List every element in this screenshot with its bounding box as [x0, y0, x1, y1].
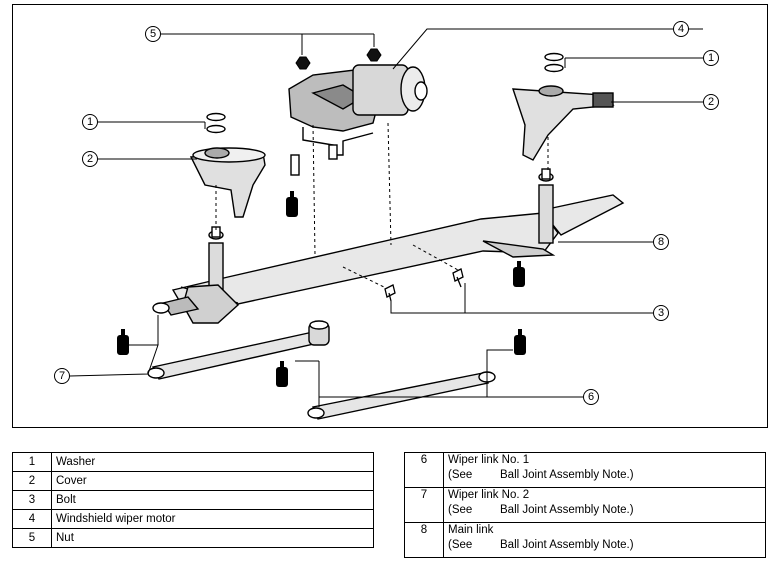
callout-5: 5 — [150, 28, 156, 40]
main-link — [152, 168, 625, 324]
callout-1-right: 1 — [708, 52, 714, 64]
legend-row: 7 Wiper link No. 2 (See Ball Joint Assemb… — [404, 487, 766, 523]
legend-name: Main link — [448, 524, 494, 536]
assembly-lines — [215, 122, 549, 289]
wiper-link-no-1 — [307, 371, 496, 420]
legend-num: 1 — [12, 452, 52, 472]
legend-num: 8 — [404, 522, 444, 558]
bolts — [384, 268, 464, 302]
callout-2-left: 2 — [87, 153, 93, 165]
legend-row: 6 Wiper link No. 1 (See Ball Joint Assemb… — [404, 452, 766, 488]
legend-note: (See Ball Joint Assembly Note.) — [448, 538, 761, 553]
callout-7: 7 — [59, 370, 65, 382]
parts-legend-left: 1 Washer 2 Cover 3 Bolt 4 Windshield wip… — [12, 452, 374, 548]
exploded-view-diagram: 5 4 1 2 1 2 8 3 7 6 — [12, 4, 768, 428]
legend-entry: Wiper link No. 2 (See Ball Joint Assembly… — [443, 487, 766, 523]
legend-row: 4 Windshield wiper motor — [12, 509, 374, 529]
legend-num: 3 — [12, 490, 52, 510]
see-label: (See — [448, 539, 473, 551]
callout-1-left: 1 — [87, 116, 93, 128]
callout-2-right: 2 — [708, 96, 714, 108]
legend-name: Wiper link No. 1 — [448, 454, 530, 466]
legend-name: Cover — [51, 471, 374, 491]
legend-num: 4 — [12, 509, 52, 529]
legend-entry: Wiper link No. 1 (See Ball Joint Assembly… — [443, 452, 766, 488]
note-text: Ball Joint Assembly Note.) — [500, 504, 634, 516]
right-washers — [544, 52, 564, 73]
legend-num: 2 — [12, 471, 52, 491]
legend-name: Nut — [51, 528, 374, 548]
right-cover — [512, 85, 615, 161]
legend-row: 3 Bolt — [12, 490, 374, 510]
legend-name: Wiper link No. 2 — [448, 489, 530, 501]
callout-8: 8 — [658, 236, 664, 248]
legend-num: 6 — [404, 452, 444, 488]
legend-note: (See Ball Joint Assembly Note.) — [448, 468, 761, 483]
legend-note: (See Ball Joint Assembly Note.) — [448, 503, 761, 518]
legend-row: 2 Cover — [12, 471, 374, 491]
legend-name: Washer — [51, 452, 374, 472]
legend-row: 8 Main link (See Ball Joint Assembly Note… — [404, 522, 766, 558]
legend-name: Bolt — [51, 490, 374, 510]
legend-row: 5 Nut — [12, 528, 374, 548]
legend-name: Windshield wiper motor — [51, 509, 374, 529]
legend-entry: Main link (See Ball Joint Assembly Note.) — [443, 522, 766, 558]
windshield-wiper-motor — [288, 64, 428, 176]
legend-row: 1 Washer — [12, 452, 374, 472]
see-label: (See — [448, 469, 473, 481]
wiper-link-no-2 — [147, 320, 330, 380]
left-cover — [189, 147, 266, 218]
legend-num: 7 — [404, 487, 444, 523]
motor-nuts — [295, 48, 382, 70]
callout-circles — [54, 21, 719, 405]
leader-lines — [69, 28, 703, 407]
note-text: Ball Joint Assembly Note.) — [500, 539, 634, 551]
note-text: Ball Joint Assembly Note.) — [500, 469, 634, 481]
legend-num: 5 — [12, 528, 52, 548]
callout-3: 3 — [658, 307, 664, 319]
callout-4: 4 — [678, 23, 684, 35]
left-washers — [206, 112, 226, 134]
callout-6: 6 — [588, 391, 594, 403]
diagram-drawing: 5 4 1 2 1 2 8 3 7 6 — [54, 21, 719, 420]
see-label: (See — [448, 504, 473, 516]
